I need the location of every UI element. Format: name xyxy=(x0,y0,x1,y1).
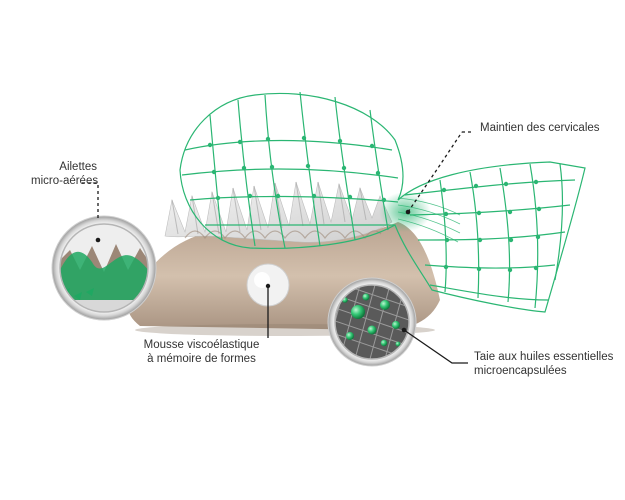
memory-foam-callout xyxy=(246,263,290,338)
mesh-outline xyxy=(179,92,586,313)
label-maintien: Maintien des cervicales xyxy=(480,122,600,134)
label-taie-line1: Taie aux huiles essentielles xyxy=(474,351,614,363)
cervical-glow xyxy=(379,192,431,232)
maintien-leader xyxy=(405,131,474,215)
ailettes-lens xyxy=(51,215,157,321)
label-ailettes: Ailettes micro-aérées xyxy=(31,160,99,188)
label-mousse-line1: Mousse viscoélastique xyxy=(143,339,260,351)
label-mousse: Mousse viscoélastique à mémoire de forme… xyxy=(124,338,279,366)
label-taie: Taie aux huiles essentielles microencaps… xyxy=(474,350,613,378)
label-mousse-line2: à mémoire de formes xyxy=(147,353,256,365)
pillow-wave-edge xyxy=(184,230,382,240)
taie-leader xyxy=(401,327,468,364)
cervical-flow-lines xyxy=(397,197,461,243)
taie-lens xyxy=(327,277,417,367)
memory-foam-dot xyxy=(265,283,271,289)
label-ailettes-line2: micro-aérées xyxy=(31,175,99,187)
ailettes-leader xyxy=(82,182,101,243)
mesh-nodes xyxy=(207,135,542,273)
label-ailettes-line1: Ailettes xyxy=(59,161,97,173)
label-taie-line2: microencapsulées xyxy=(474,365,567,377)
